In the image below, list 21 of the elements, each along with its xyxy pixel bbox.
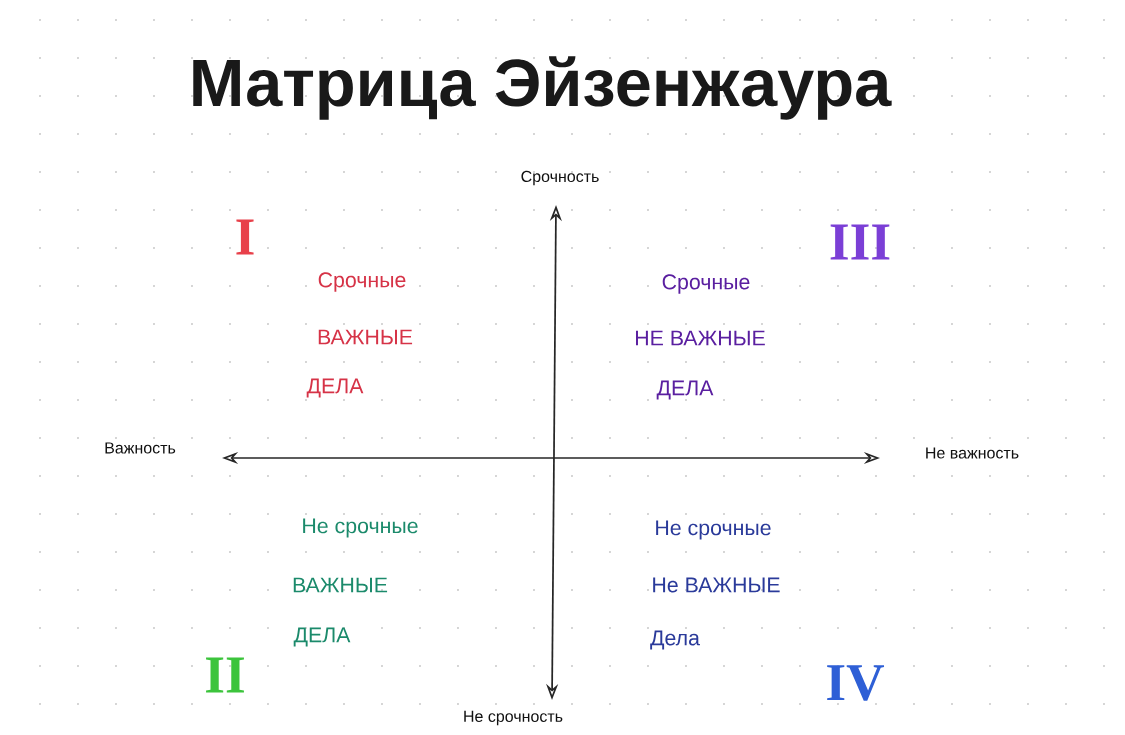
quadrant-text: Срочные xyxy=(318,272,406,292)
quadrant-text: Не ВАЖНЫЕ xyxy=(653,577,780,593)
axis-label: Срочность xyxy=(521,170,599,186)
title: Матрица Эйзенжаура xyxy=(193,56,892,120)
axis-label: Важность xyxy=(105,442,176,454)
quadrant-text: ВАЖНЫЕ xyxy=(293,577,388,593)
quadrant-number: II xyxy=(206,657,244,693)
quadrant-number: IV xyxy=(827,665,885,701)
quadrant-text: ВАЖНЫЕ xyxy=(318,329,413,345)
quadrant-number: I xyxy=(236,219,254,255)
quadrant-text: Не срочные xyxy=(656,520,771,540)
quadrant-text: Не срочные xyxy=(303,518,418,538)
quadrant-text: Срочные xyxy=(662,274,750,294)
quadrant-text: ДЕЛА xyxy=(293,627,351,647)
quadrant-number: III xyxy=(830,224,890,260)
axis-label: Не срочность xyxy=(464,710,563,726)
axis-label: Не важность xyxy=(926,447,1019,459)
quadrant-text: Дела xyxy=(650,630,700,650)
quadrant-text: НЕ ВАЖНЫЕ xyxy=(636,330,765,346)
quadrant-text: ДЕЛА xyxy=(656,380,714,400)
quadrant-text: ДЕЛА xyxy=(306,378,364,398)
